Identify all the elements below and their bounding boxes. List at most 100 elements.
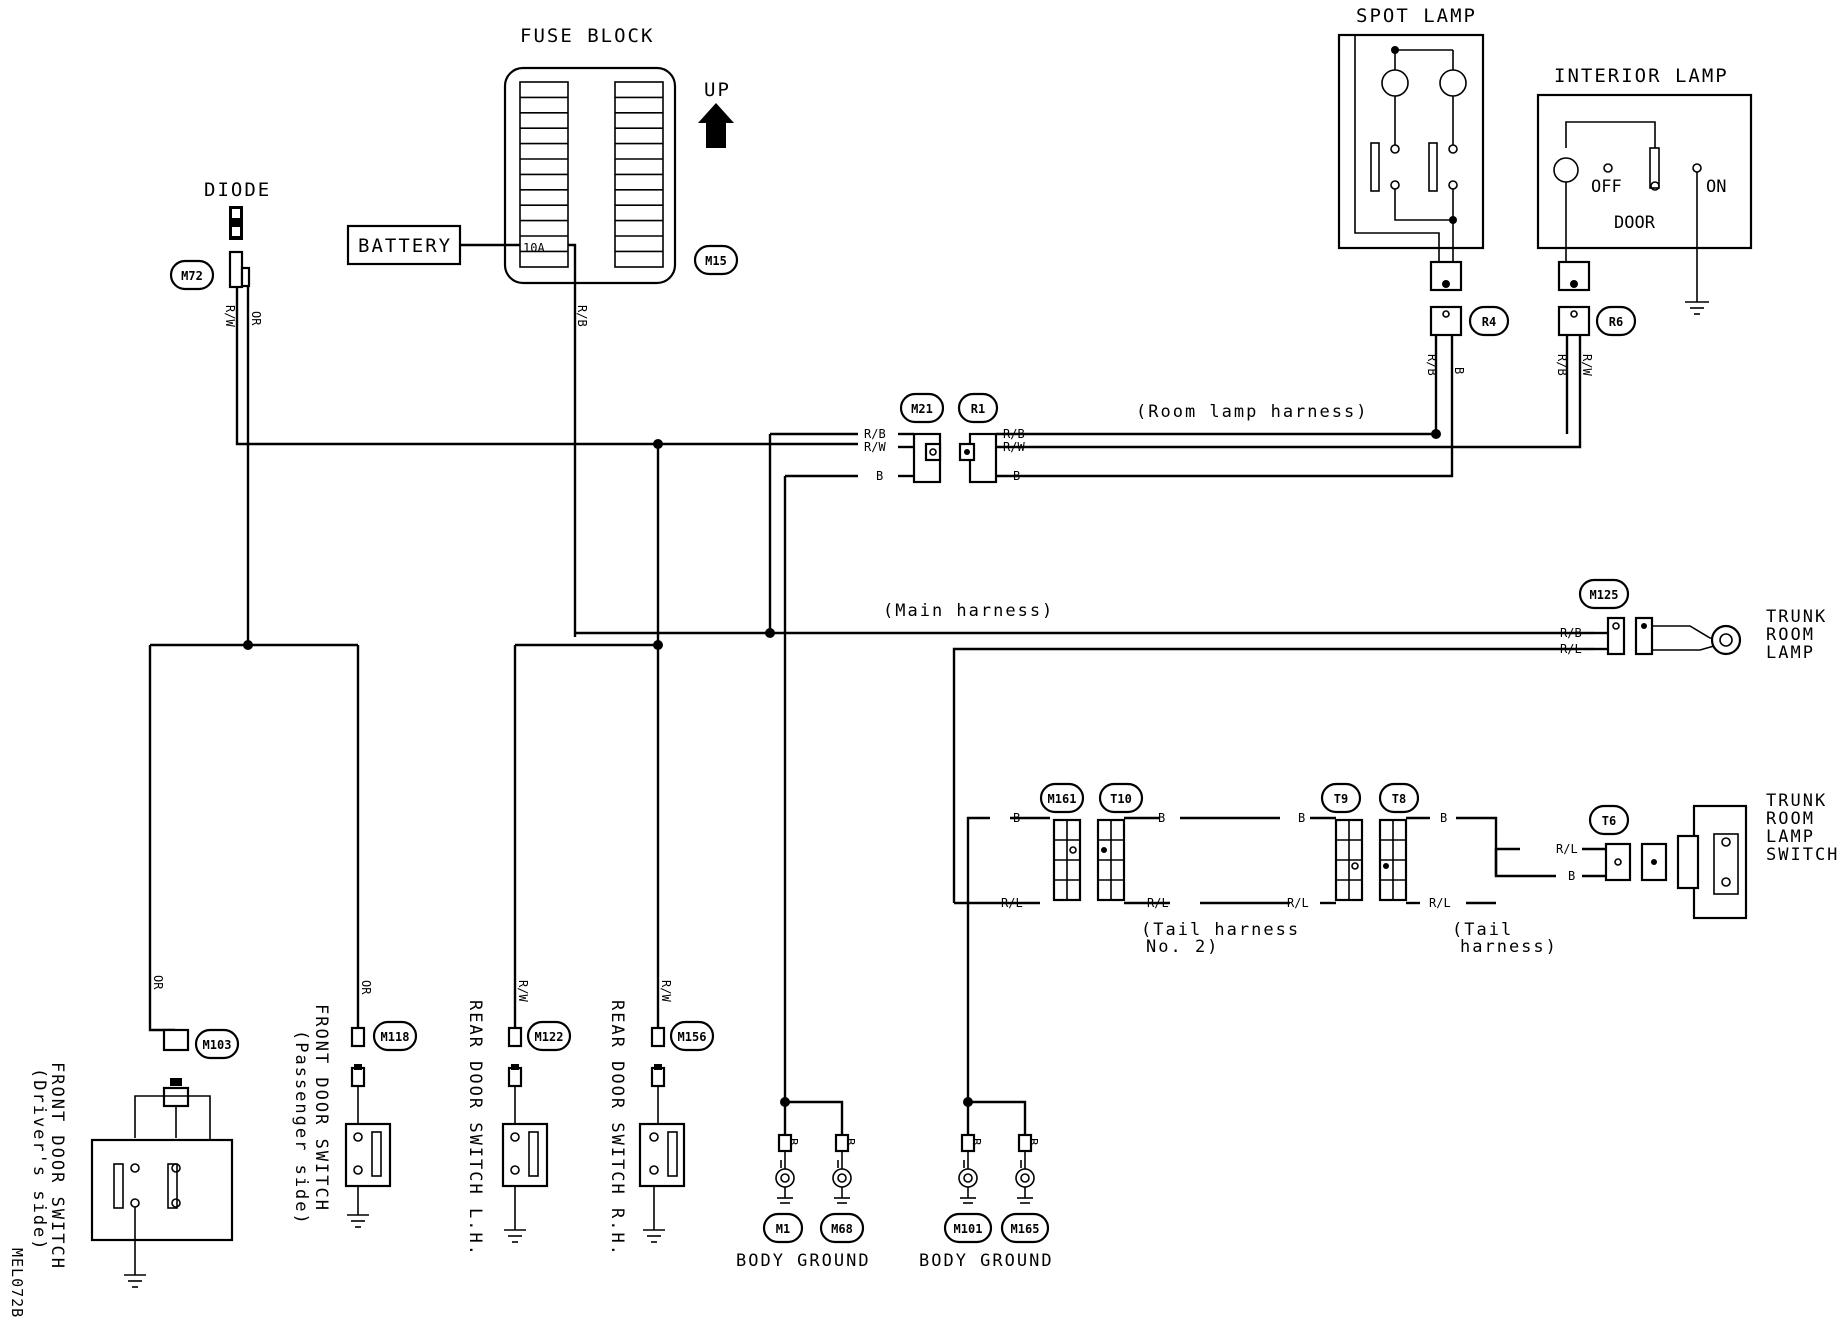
connector-id: T9 — [1334, 792, 1348, 806]
body-ground-label: BODY GROUND — [919, 1251, 1054, 1271]
connector-r6: R6 — [1557, 260, 1637, 337]
rear-door-switch-rh — [638, 1086, 686, 1243]
battery-label: BATTERY — [358, 235, 452, 257]
wire-label: R/L — [1001, 896, 1023, 910]
wire-label: R/W — [864, 440, 886, 454]
connector-id: R4 — [1482, 315, 1496, 329]
connector-id: M1 — [776, 1222, 790, 1236]
room-lamp-harness-label: (Room lamp harness) — [1136, 402, 1368, 422]
battery: BATTERY — [346, 224, 462, 266]
wire-label: B — [1026, 1138, 1040, 1145]
wire-label: OR — [249, 311, 263, 326]
door-label: DOOR — [1614, 213, 1656, 233]
wire-label: R/W — [223, 305, 237, 327]
label-line: SWITCH — [1766, 845, 1839, 865]
diode-label: DIODE — [204, 179, 271, 201]
connector-id: M101 — [954, 1222, 983, 1236]
wire-label: R/L — [1429, 896, 1451, 910]
ground-terminal-icon — [1015, 1133, 1035, 1204]
wire-label: R/B — [1560, 626, 1582, 640]
label-line: TRUNK — [1766, 791, 1827, 811]
rear-door-switch-lh — [501, 1086, 549, 1243]
front-door-switch-passenger-label: FRONT DOOR SWITCH — [311, 1004, 331, 1212]
connector-m125: M125 — [1578, 578, 1654, 656]
wire-label: R/B — [575, 305, 589, 327]
connector-t9: T9 — [1320, 782, 1364, 902]
label-line: LAMP — [1766, 827, 1815, 847]
diode: DIODE — [204, 179, 271, 289]
wire-label: R/L — [1287, 896, 1309, 910]
interior-lamp: INTERIOR LAMP OFF ON DOOR — [1536, 65, 1753, 315]
wire-label: R/B — [864, 427, 886, 441]
tail-harness-no2-label: (Tail harness — [1141, 920, 1300, 940]
connector-id: M21 — [911, 402, 933, 416]
label-line: ROOM — [1766, 809, 1815, 829]
connector-m122: M122 — [507, 1020, 572, 1088]
spot-lamp: SPOT LAMP — [1337, 5, 1485, 262]
tail-harness-no2-label: No. 2) — [1146, 937, 1219, 957]
connector-id: M122 — [535, 1030, 564, 1044]
front-door-switch-driver — [90, 1095, 234, 1288]
wire-label: B — [1568, 869, 1575, 883]
connector-id: M165 — [1011, 1222, 1040, 1236]
connector-m156: M156 — [650, 1020, 715, 1088]
connector-id: M125 — [1590, 588, 1619, 602]
front-door-switch-driver-label: FRONT DOOR SWITCH — [47, 1062, 67, 1270]
fuse-rating-label: 10A — [523, 241, 545, 255]
wire-label: B — [1440, 811, 1447, 825]
wire-label: R/L — [1147, 896, 1169, 910]
tail-harness-label: (Tail — [1452, 920, 1513, 940]
connector-r1: R1 — [957, 392, 999, 484]
connector-m103: M103 — [162, 1028, 240, 1108]
front-door-switch-passenger — [344, 1086, 392, 1228]
connector-m15: M15 — [693, 244, 739, 276]
connector-m72: M72 — [169, 259, 215, 291]
connector-id: T6 — [1602, 814, 1616, 828]
connector-m21: M21 — [899, 392, 945, 484]
connector-id: T8 — [1392, 792, 1406, 806]
on-label: ON — [1706, 177, 1726, 197]
wire-label: R/L — [1556, 842, 1578, 856]
ground-terminal-icon — [958, 1133, 978, 1204]
label-line: TRUNK — [1766, 607, 1827, 627]
wire-label: B — [786, 1138, 800, 1145]
connector-id: R1 — [971, 402, 985, 416]
wire-label: R/W — [659, 980, 673, 1002]
connector-id: M68 — [831, 1222, 853, 1236]
ground-terminal-icon — [775, 1133, 795, 1204]
front-door-switch-passenger-label: (Passenger side) — [291, 1030, 311, 1226]
wire-label: B — [969, 1138, 983, 1145]
connector-id: M161 — [1048, 792, 1077, 806]
wire-label: B — [1013, 811, 1020, 825]
ground-connector-m165: M165 — [1000, 1212, 1050, 1244]
connector-id: M118 — [381, 1030, 410, 1044]
wire-label: R/W — [1003, 440, 1025, 454]
spot-lamp-label: SPOT LAMP — [1356, 5, 1477, 27]
up-arrow-icon: UP — [698, 79, 734, 148]
body-ground-label: BODY GROUND — [736, 1251, 871, 1271]
connector-id: M103 — [203, 1038, 232, 1052]
connector-t10: T10 — [1096, 782, 1144, 902]
drawing-code: MEL072B — [8, 1248, 26, 1318]
main-harness-label: (Main harness) — [883, 601, 1054, 621]
tail-harness-label: harness) — [1460, 937, 1558, 957]
connector-id: M72 — [181, 269, 203, 283]
wire-label: R/B — [1555, 354, 1569, 376]
connector-id: M15 — [705, 254, 727, 268]
wire-label: R/B — [1425, 354, 1439, 376]
wire-label: B — [1013, 469, 1020, 483]
connector-id: T10 — [1110, 792, 1132, 806]
up-label: UP — [704, 79, 731, 101]
front-door-switch-driver-label: (Driver's side) — [29, 1068, 49, 1252]
ground-connector-m101: M101 — [943, 1212, 993, 1244]
rear-door-switch-rh-label: REAR DOOR SWITCH R.H. — [607, 1000, 627, 1257]
trunk-room-lamp-switch — [1676, 804, 1748, 920]
wire-label: B — [876, 469, 883, 483]
ground-connector-m68: M68 — [819, 1212, 865, 1244]
wire-label: B — [1158, 811, 1165, 825]
wire-label: R/W — [516, 980, 530, 1002]
connector-id: M156 — [678, 1030, 707, 1044]
ground-connector-m1: M1 — [762, 1212, 804, 1244]
wire-label: B — [1452, 367, 1466, 374]
